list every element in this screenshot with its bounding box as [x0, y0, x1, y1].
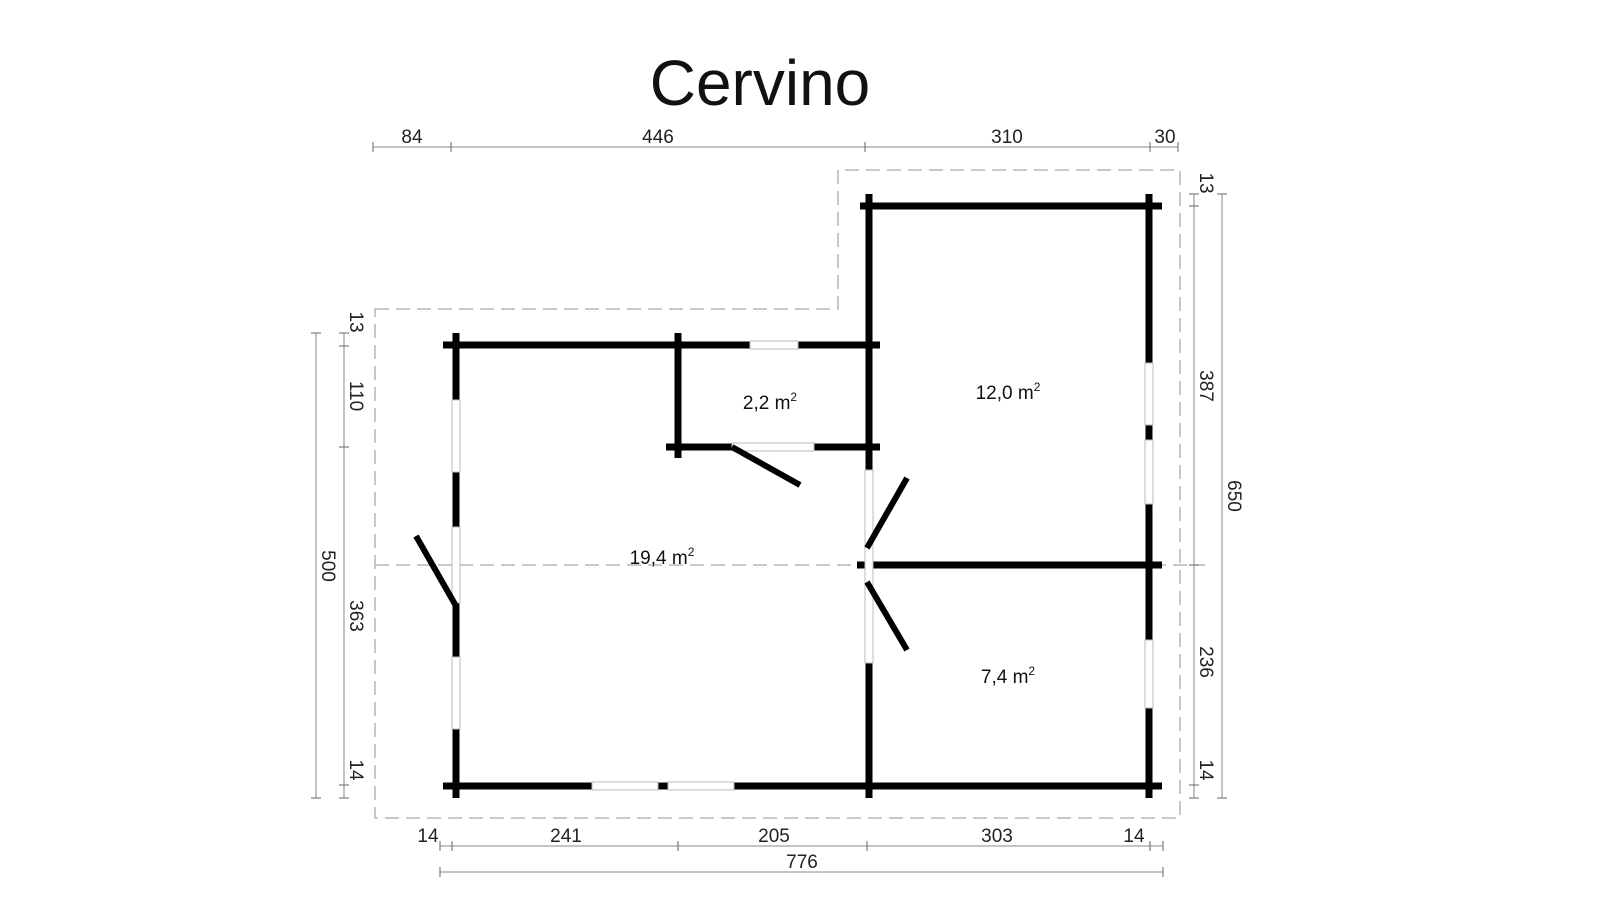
window-right-lower — [1144, 639, 1154, 709]
dimension-bottom: 14 241 205 303 14 776 — [417, 826, 1164, 877]
door-opening-left — [451, 526, 461, 604]
dimension-top: 84 446 310 30 — [372, 127, 1179, 152]
dim-left-total: 500 — [317, 550, 338, 582]
door-opening-closet — [731, 442, 815, 452]
window-top-closet — [749, 340, 799, 350]
dim-right-3: 236 — [1195, 646, 1216, 678]
dim-bottom-1: 14 — [417, 826, 439, 847]
window-left-upper — [451, 399, 461, 473]
dimension-right: 13 387 236 14 650 — [1189, 172, 1244, 799]
door-leaf-closet — [730, 444, 802, 488]
dim-top-2: 446 — [642, 127, 674, 148]
dim-left-2: 110 — [345, 381, 366, 411]
window-left-lower — [451, 656, 461, 730]
door-leaf-entrance — [413, 534, 459, 608]
dim-bottom-5: 14 — [1123, 826, 1145, 847]
room-area-closet: 2,2 m2 — [743, 390, 798, 414]
openings — [451, 340, 1154, 791]
window-right-upper-a — [1144, 362, 1154, 426]
dim-bottom-2: 241 — [550, 826, 582, 847]
doors — [413, 444, 910, 652]
dim-left-4: 14 — [345, 759, 366, 781]
room-area-bedroom-top: 12,0 m2 — [976, 380, 1041, 404]
dim-right-1: 13 — [1195, 172, 1216, 193]
door-leaf-bedroom-bottom — [864, 580, 910, 652]
door-opening-middle — [864, 469, 874, 664]
dim-top-1: 84 — [401, 127, 423, 148]
window-right-upper-b — [1144, 439, 1154, 505]
dim-left-1: 13 — [345, 311, 366, 332]
dim-top-3: 310 — [991, 127, 1023, 148]
dim-bottom-3: 205 — [758, 826, 790, 847]
dim-right-2: 387 — [1195, 370, 1216, 402]
dim-left-3: 363 — [345, 600, 366, 632]
window-bottom-left — [591, 781, 659, 791]
outline-dashed — [374, 169, 1181, 819]
dim-bottom-4: 303 — [981, 826, 1013, 847]
window-bottom-right — [667, 781, 735, 791]
room-area-bedroom-bottom: 7,4 m2 — [981, 664, 1036, 688]
room-area-living: 19,4 m2 — [630, 545, 695, 569]
dim-right-total: 650 — [1223, 480, 1244, 512]
walls — [443, 194, 1162, 798]
dim-top-4: 30 — [1154, 127, 1175, 148]
door-leaf-bedroom-top — [864, 476, 910, 550]
plan-title: Cervino — [650, 47, 871, 119]
dim-right-4: 14 — [1195, 759, 1216, 781]
dimension-left: 13 110 363 14 500 — [311, 311, 366, 799]
dim-bottom-total: 776 — [786, 852, 818, 873]
